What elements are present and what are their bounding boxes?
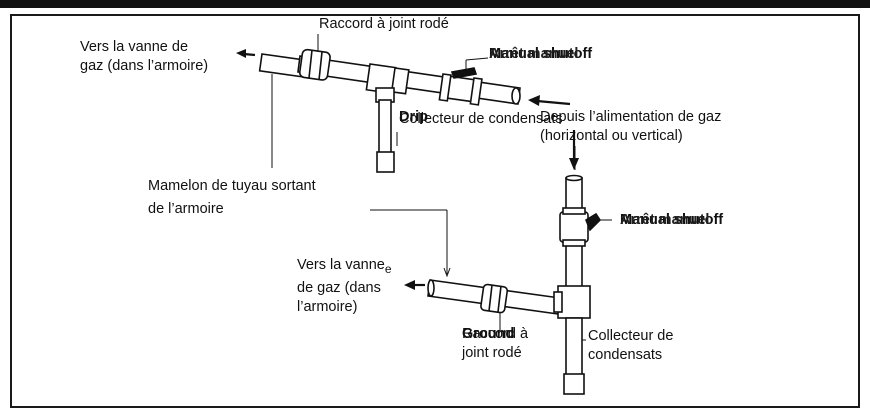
collecteur-top-label: Collecteur de condensats <box>399 110 563 129</box>
manual-shutoff-right-label: Manual shutoff <box>620 212 724 228</box>
top-main-pipe <box>297 55 521 105</box>
bottom-arrows <box>404 130 579 290</box>
raccord-bottom-label: Raccord à joint rodé <box>462 325 528 363</box>
mamelon-line-1: Mamelon de tuyau sortant <box>148 178 316 194</box>
top-drip-cap <box>376 151 395 173</box>
vers-bottom-sub-e: e <box>384 261 392 276</box>
depuis-line-2: (horizontal ou vertical) <box>540 128 683 144</box>
arret-manuel-top-label: Arrêt manuel <box>489 46 579 62</box>
vers-bottom-label: Vers la vannee de gaz (dans l’armoire) <box>297 256 392 317</box>
depuis-label: Depuis l’alimentation de gaz (horizontal… <box>540 108 721 146</box>
top-bar <box>0 0 870 8</box>
bottom-union <box>480 283 509 314</box>
arret-manuel-right-label: Arrêt manuel <box>620 212 710 228</box>
mamelon-leaders <box>271 74 451 278</box>
bottom-valve <box>559 211 589 243</box>
vers-top-line-1: Vers la vanne de <box>80 39 189 55</box>
vers-bottom-line-2: de gaz (dans <box>297 279 381 296</box>
bottom-pipe-assembly <box>427 174 602 395</box>
raccord-bottom-line-2: joint rodé <box>462 345 522 361</box>
bottom-drip-pipe <box>565 317 583 379</box>
depuis-line-1: Depuis l’alimentation de gaz <box>540 109 722 125</box>
manual-shutoff-top-label: Manual shutoff <box>489 46 593 62</box>
ground-label: Ground <box>462 326 515 342</box>
vers-bottom-line-1: Vers la vannee <box>297 256 392 279</box>
top-pipe-assembly <box>258 48 521 173</box>
vers-bottom-line-3: l’armoire) <box>297 298 358 315</box>
top-drip-pipe <box>378 99 392 157</box>
vers-top-label: Vers la vanne de gaz (dans l’armoire) <box>80 38 208 76</box>
top-valve-handle <box>450 67 478 79</box>
vers-top-line-2: gaz (dans l’armoire) <box>80 58 209 74</box>
collecteur-bottom-line-2: condensats <box>588 347 663 363</box>
collecteur-bottom-line-1: Collecteur de <box>588 328 674 344</box>
bottom-leaders <box>499 219 612 341</box>
bottom-tee <box>557 285 591 319</box>
raccord-bottom-line-1: Raccord à <box>462 326 529 342</box>
top-union <box>298 48 331 81</box>
drip-label: Drip <box>399 109 428 125</box>
vers-bottom-text-1: Vers la vanne <box>297 257 385 273</box>
bottom-drip-cap <box>563 373 585 395</box>
raccord-top-label: Raccord à joint rodé <box>319 16 449 32</box>
diagram-frame <box>10 14 860 408</box>
collecteur-top-line-2: condensats <box>488 111 563 127</box>
top-arrows <box>236 49 571 106</box>
collecteur-bottom-label: Collecteur de condensats <box>588 327 673 365</box>
mamelon-line-2: de l’armoire <box>148 201 224 217</box>
collecteur-top-line-1: Collecteur de <box>399 111 485 127</box>
mamelon-label: Mamelon de tuyau sortant de l’armoire <box>148 175 316 221</box>
